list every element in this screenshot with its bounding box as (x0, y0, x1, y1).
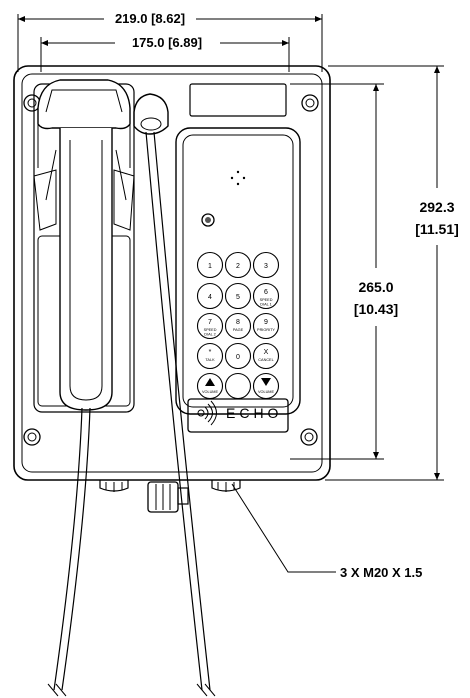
mount-screw-top-right (301, 94, 319, 112)
keypad-key-main-label: 1 (208, 263, 212, 270)
keypad-key-sub-label: PAGE (233, 328, 244, 332)
indicator-lamp (201, 213, 215, 227)
keypad-key-sub-label: SPEED (204, 328, 217, 332)
overall-height-mm-label: 292.3 (419, 199, 454, 215)
volume-up-icon (205, 378, 215, 386)
keypad-key-sub-label: PRIORITY (257, 328, 275, 332)
keypad-key-main-label: 5 (236, 294, 240, 301)
keypad-key: * TALK (196, 342, 224, 370)
keypad-key-sub-label: VOLUME (202, 390, 219, 394)
cable-gland-center (147, 481, 189, 513)
keypad-key-main-label: 6 (264, 289, 268, 296)
keypad-key-main-label: 9 (264, 319, 268, 326)
overall-height-in-label: [11.51] (415, 221, 459, 237)
keypad-key-main-label: 2 (236, 263, 240, 270)
keypad-panel (175, 127, 301, 415)
keypad-key: X CANCEL (252, 342, 280, 370)
keypad-key-main-label: X (264, 349, 269, 356)
keypad-key (224, 372, 252, 400)
keypad-key-sub-label: TALK (205, 358, 215, 362)
echo-logo-icon (197, 400, 217, 426)
keypad-key-sub-label: DIAL 2 (204, 333, 215, 337)
keypad-key: 2 (224, 251, 252, 279)
cable-gland-right (211, 480, 241, 492)
keypad-key: 4 (196, 282, 224, 310)
keypad-key: 3 (252, 251, 280, 279)
speaker-grille (230, 170, 246, 186)
mount-height-in-label: [10.43] (354, 301, 398, 317)
overall-width-label: 219.0 [8.62] (115, 11, 185, 26)
keypad-key-sub-label: DIAL 1 (260, 303, 271, 307)
keypad-key-sub-label: CANCEL (258, 358, 273, 362)
keypad-key: 0 (224, 342, 252, 370)
volume-down-icon (261, 378, 271, 386)
keypad-key: 1 (196, 251, 224, 279)
mount-height-mm-label: 265.0 (358, 279, 393, 295)
keypad-key-main-label: 3 (264, 263, 268, 270)
label-plate (189, 83, 287, 117)
keypad-key: VOLUME (252, 372, 280, 400)
keypad-key: VOLUME (196, 372, 224, 400)
keypad-key-main-label: 7 (208, 319, 212, 326)
keypad-key-sub-label: VOLUME (258, 390, 275, 394)
keypad-key-main-label: 4 (208, 294, 212, 301)
keypad-key: 5 (224, 282, 252, 310)
cord-anchor (133, 93, 169, 135)
handset (37, 79, 131, 411)
gland-callout-label: 3 X M20 X 1.5 (340, 565, 422, 580)
mount-width-label: 175.0 [6.89] (132, 35, 202, 50)
keypad-key-sub-label: SPEED (260, 298, 273, 302)
keypad-key-main-label: 0 (236, 354, 240, 361)
mount-screw-bottom-right (300, 428, 318, 446)
brand-plate (187, 398, 289, 433)
keypad-key-main-label: 8 (236, 319, 240, 326)
handset-cords (47, 131, 216, 697)
cable-gland-left (99, 480, 129, 492)
mount-screw-bottom-left (23, 428, 41, 446)
keypad-key-main-label: * (209, 349, 212, 356)
dimension-lines (17, 14, 444, 573)
brand-label: ECHO (226, 405, 282, 421)
